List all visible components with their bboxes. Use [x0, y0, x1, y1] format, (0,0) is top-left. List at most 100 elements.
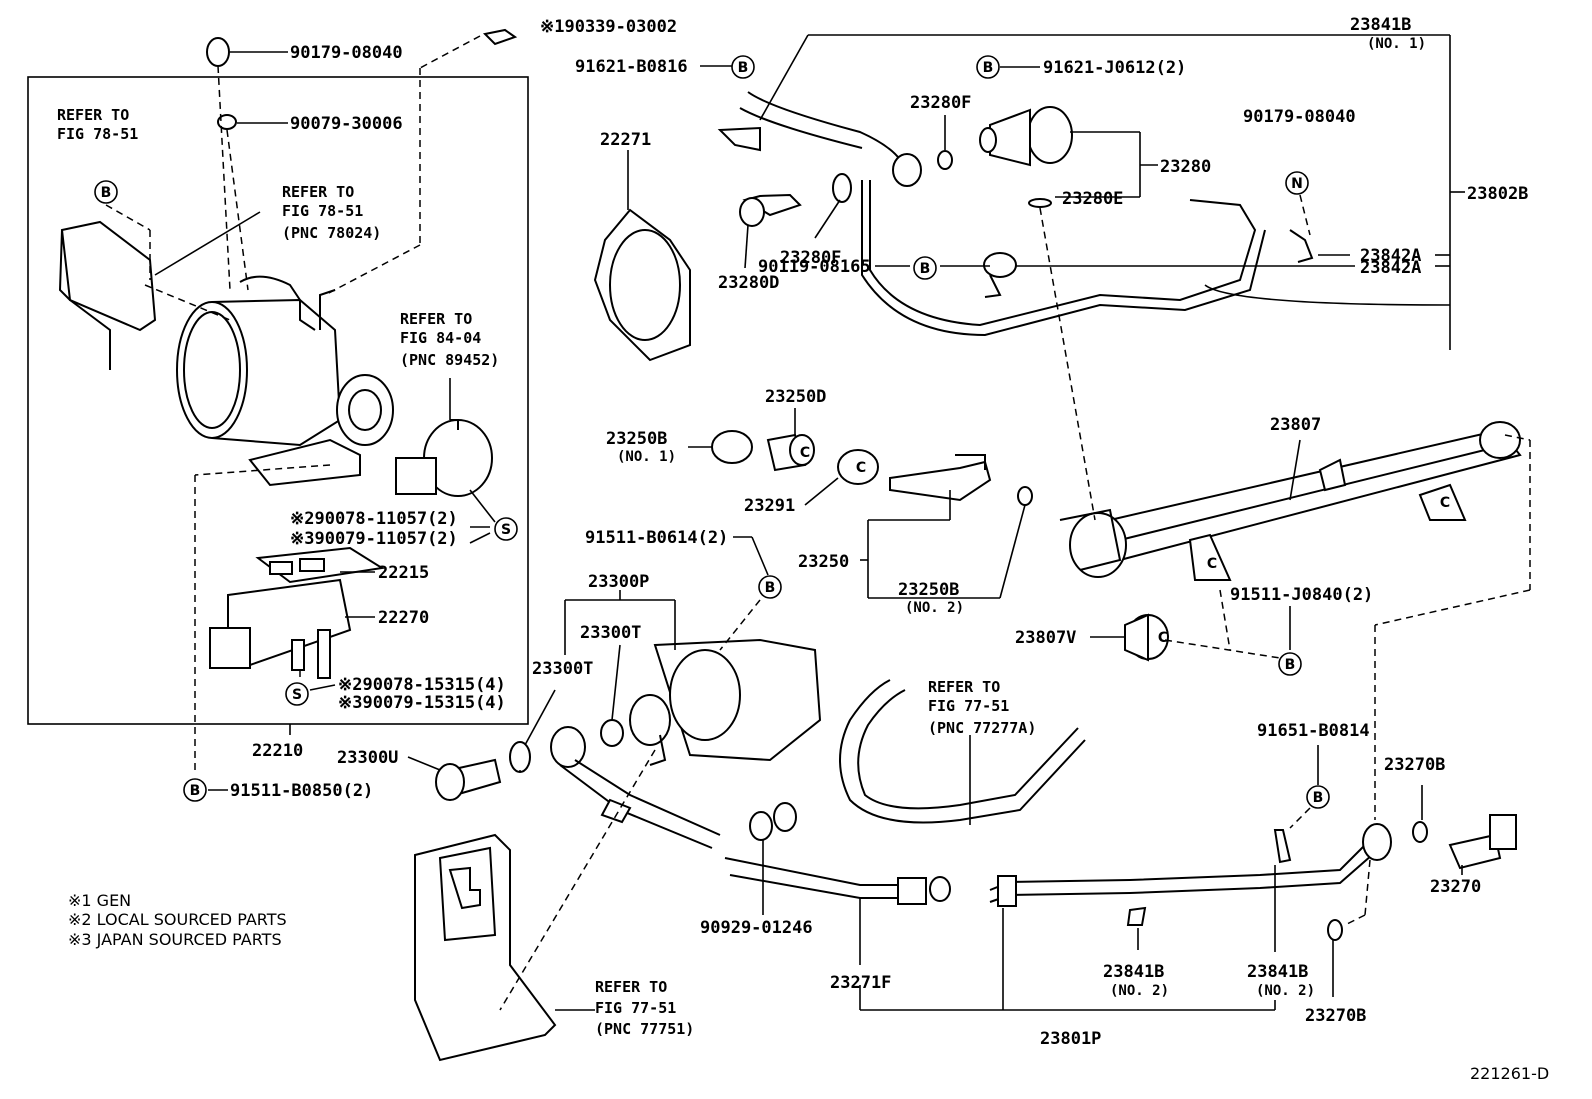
callout-b: B [1306, 785, 1330, 809]
refer-label: REFER TO [57, 106, 129, 124]
dashed-lines [105, 35, 1531, 1011]
part-label: 23250 [798, 552, 849, 572]
part-label: 23300T [532, 659, 593, 679]
part-label: 91621-B0816 [575, 57, 688, 77]
part-label: 23280 [1160, 157, 1211, 177]
refer-label: FIG 84-04 [400, 329, 481, 347]
callout-s: S [285, 682, 309, 706]
part-label: 23300U [337, 748, 398, 768]
bracket-drawing [58, 220, 157, 370]
part-label: 90929-01246 [700, 918, 813, 938]
throttle-body-drawing [176, 275, 394, 487]
idle-air-valve-drawing [209, 546, 385, 679]
part-label-sub: (NO. 2) [1110, 983, 1169, 999]
svg-text:B: B [765, 580, 776, 596]
callout-c: C [800, 445, 810, 461]
part-label: 90079-30006 [290, 114, 403, 134]
svg-text:C: C [1440, 495, 1450, 511]
fuel-pipe-drawing [717, 91, 1451, 337]
refer-label: FIG 78-51 [282, 202, 363, 220]
bolt-drawings-top-left [206, 28, 518, 130]
refer-label: FIG 78-51 [57, 125, 138, 143]
callout-c: C [856, 460, 866, 476]
part-label: 23842A [1360, 258, 1421, 278]
svg-text:C: C [1207, 556, 1217, 572]
callout-b: B [976, 55, 1000, 79]
svg-text:B: B [101, 185, 112, 201]
part-label: 22271 [600, 130, 651, 150]
part-label: 91511-J0840(2) [1230, 585, 1373, 605]
footnote: ※3 JAPAN SOURCED PARTS [68, 930, 282, 949]
part-label: 23250B [606, 429, 667, 449]
svg-text:B: B [1313, 790, 1324, 806]
bolt-23300u-drawing [435, 758, 502, 801]
part-label: ※290078-15315(4) [338, 675, 506, 695]
svg-text:C: C [800, 445, 810, 461]
part-label: 23300T [580, 623, 641, 643]
part-label: 23300P [588, 572, 649, 592]
part-label: 23270B [1384, 755, 1445, 775]
refer-to-labels: REFER TO FIG 78-51 REFER TO FIG 78-51 (P… [57, 106, 1036, 1038]
fuel-filter-drawing [509, 638, 822, 773]
part-label: 23250D [765, 387, 826, 407]
part-label: 23250B [898, 580, 959, 600]
part-label: 23291 [744, 496, 795, 516]
svg-text:B: B [920, 261, 931, 277]
callout-c: C [1440, 495, 1450, 511]
fuel-pressure-regulator-drawing [937, 106, 1073, 208]
part-number-labels: ※190339-03002 90179-08040 90079-30006 91… [230, 15, 1528, 1049]
svg-text:N: N [1291, 176, 1303, 192]
svg-text:C: C [856, 460, 866, 476]
fuel-hose-drawing [550, 726, 951, 905]
part-label: ※290078-11057(2) [290, 509, 458, 529]
part-label: 90179-08040 [1243, 107, 1356, 127]
refer-label: REFER TO [595, 978, 667, 996]
refer-label: (PNC 78024) [282, 224, 381, 242]
refer-label: REFER TO [400, 310, 472, 328]
part-label: 23280D [718, 273, 779, 293]
refer-label: FIG 77-51 [928, 697, 1009, 715]
part-label: 23807V [1015, 628, 1076, 648]
part-label: 90179-08040 [290, 43, 403, 63]
part-label: 23280E [1062, 189, 1123, 209]
part-label: 23842A [1360, 246, 1421, 266]
svg-text:B: B [738, 60, 749, 76]
part-label-sub: (NO. 1) [1367, 36, 1426, 52]
svg-text:S: S [501, 522, 511, 538]
callout-b: B [94, 180, 118, 204]
part-label: 22215 [378, 563, 429, 583]
footnote: ※2 LOCAL SOURCED PARTS [68, 910, 287, 929]
part-label: 91511-B0614(2) [585, 528, 728, 548]
callout-b: B [183, 778, 207, 802]
clamp-23842a-drawing [983, 229, 1314, 298]
callout-n: N [1285, 171, 1309, 195]
svg-text:B: B [190, 783, 201, 799]
svg-text:B: B [1285, 657, 1296, 673]
fuel-line-23801p-drawing [989, 823, 1392, 926]
callout-c: C [1207, 556, 1217, 572]
part-label: ※190339-03002 [540, 17, 677, 37]
callout-b: B [731, 55, 755, 79]
leader-lines [154, 34, 1465, 1011]
part-label: 23271F [830, 973, 891, 993]
part-label: 91511-B0850(2) [230, 781, 373, 801]
fuel-rail-drawing [1059, 421, 1522, 662]
bracket-77751-drawing [414, 833, 557, 1062]
refer-label: (PNC 77751) [595, 1020, 694, 1038]
bolt-23270-drawing [1327, 814, 1517, 941]
part-label: 23841B [1350, 15, 1411, 35]
footnotes: ※1 GEN ※2 LOCAL SOURCED PARTS ※3 JAPAN S… [68, 891, 287, 949]
part-label: 23280F [780, 248, 841, 268]
hose-77277a-drawing [839, 679, 1086, 824]
figure-id: 221261-D [1470, 1064, 1549, 1083]
part-label: 23807 [1270, 415, 1321, 435]
refer-label: (PNC 77277A) [928, 719, 1036, 737]
part-label: 23270 [1430, 877, 1481, 897]
refer-label: REFER TO [928, 678, 1000, 696]
part-label: 23802B [1467, 184, 1528, 204]
bolt-23280d-drawing [739, 173, 852, 227]
part-label: 90119-08165 [758, 257, 871, 277]
throttle-body-group-box [27, 76, 529, 725]
part-label-sub: (NO. 1) [617, 449, 676, 465]
